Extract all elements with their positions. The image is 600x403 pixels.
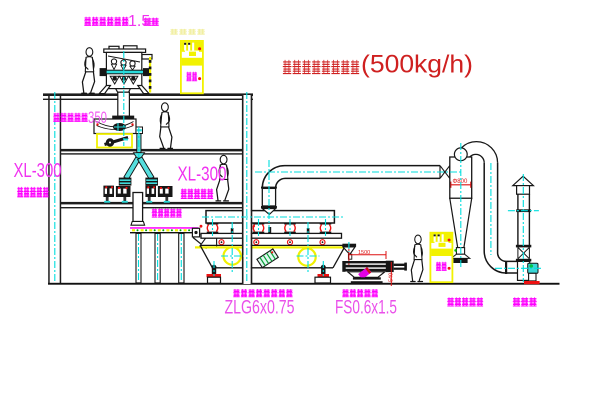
svg-text:Φ800: Φ800	[453, 179, 468, 185]
svg-text:XL-300: XL-300	[14, 160, 62, 182]
svg-text:(500kg/h): (500kg/h)	[361, 51, 473, 79]
svg-text:XL-300: XL-300	[178, 164, 227, 186]
svg-text:ZLG6x0.75: ZLG6x0.75	[225, 298, 295, 319]
svg-text:350: 350	[88, 109, 107, 127]
svg-text:FS0.6x1.5: FS0.6x1.5	[335, 298, 397, 319]
svg-text:540: 540	[389, 273, 395, 282]
svg-text:1.5: 1.5	[128, 13, 150, 30]
svg-text:1500: 1500	[358, 250, 370, 256]
